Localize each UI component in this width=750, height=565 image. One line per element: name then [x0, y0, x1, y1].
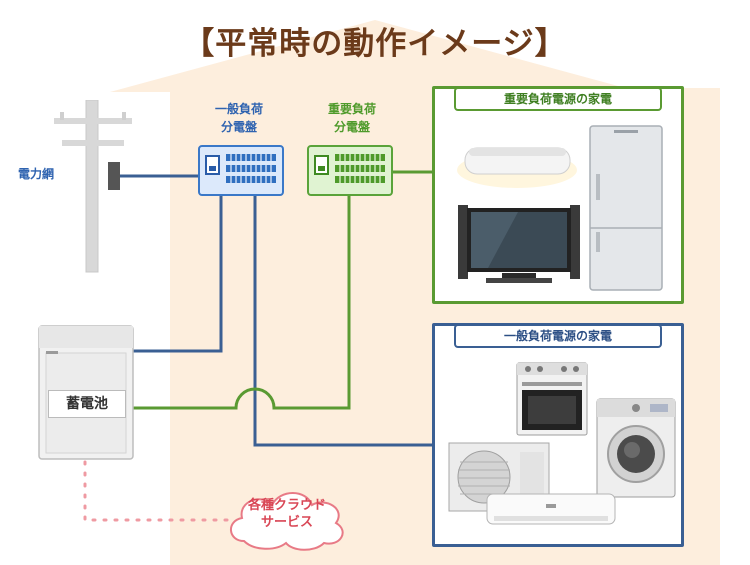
general-panel-label: 一般負荷 分電盤	[184, 100, 294, 136]
grid-label: 電力網	[18, 167, 55, 181]
ac-outdoor-unit-icon	[448, 442, 550, 512]
cloud-icon	[230, 492, 344, 551]
important-distribution-panel-icon	[307, 145, 393, 196]
television-icon	[458, 205, 580, 283]
battery-label: 蓄電池	[48, 390, 126, 418]
general-panel-label-line2: 分電盤	[220, 120, 257, 134]
general-distribution-panel-icon	[198, 145, 284, 196]
general-panel-label-line1: 一般負荷	[214, 102, 263, 116]
utility-pole-icon	[54, 100, 132, 273]
important-panel-label: 重要負荷 分電盤	[297, 100, 407, 136]
cloud-label-line1: 各種クラウド	[247, 498, 326, 513]
diagram-title: 【平常時の動作イメージ】	[183, 26, 567, 62]
ac-indoor-unit-icon	[486, 493, 616, 525]
important-panel-label-line2: 分電盤	[333, 120, 370, 134]
ceiling-light-icon	[457, 147, 577, 188]
cloud-label-line2: サービス	[260, 515, 313, 530]
important-appliances-header: 重要負荷電源の家電	[454, 87, 662, 111]
oven-icon	[516, 362, 588, 436]
important-panel-label-line1: 重要負荷	[327, 102, 376, 116]
washing-machine-icon	[596, 398, 676, 498]
refrigerator-icon	[589, 125, 663, 291]
general-appliances-header: 一般負荷電源の家電	[454, 324, 662, 348]
cloud-label: 各種クラウド サービス	[232, 497, 342, 531]
